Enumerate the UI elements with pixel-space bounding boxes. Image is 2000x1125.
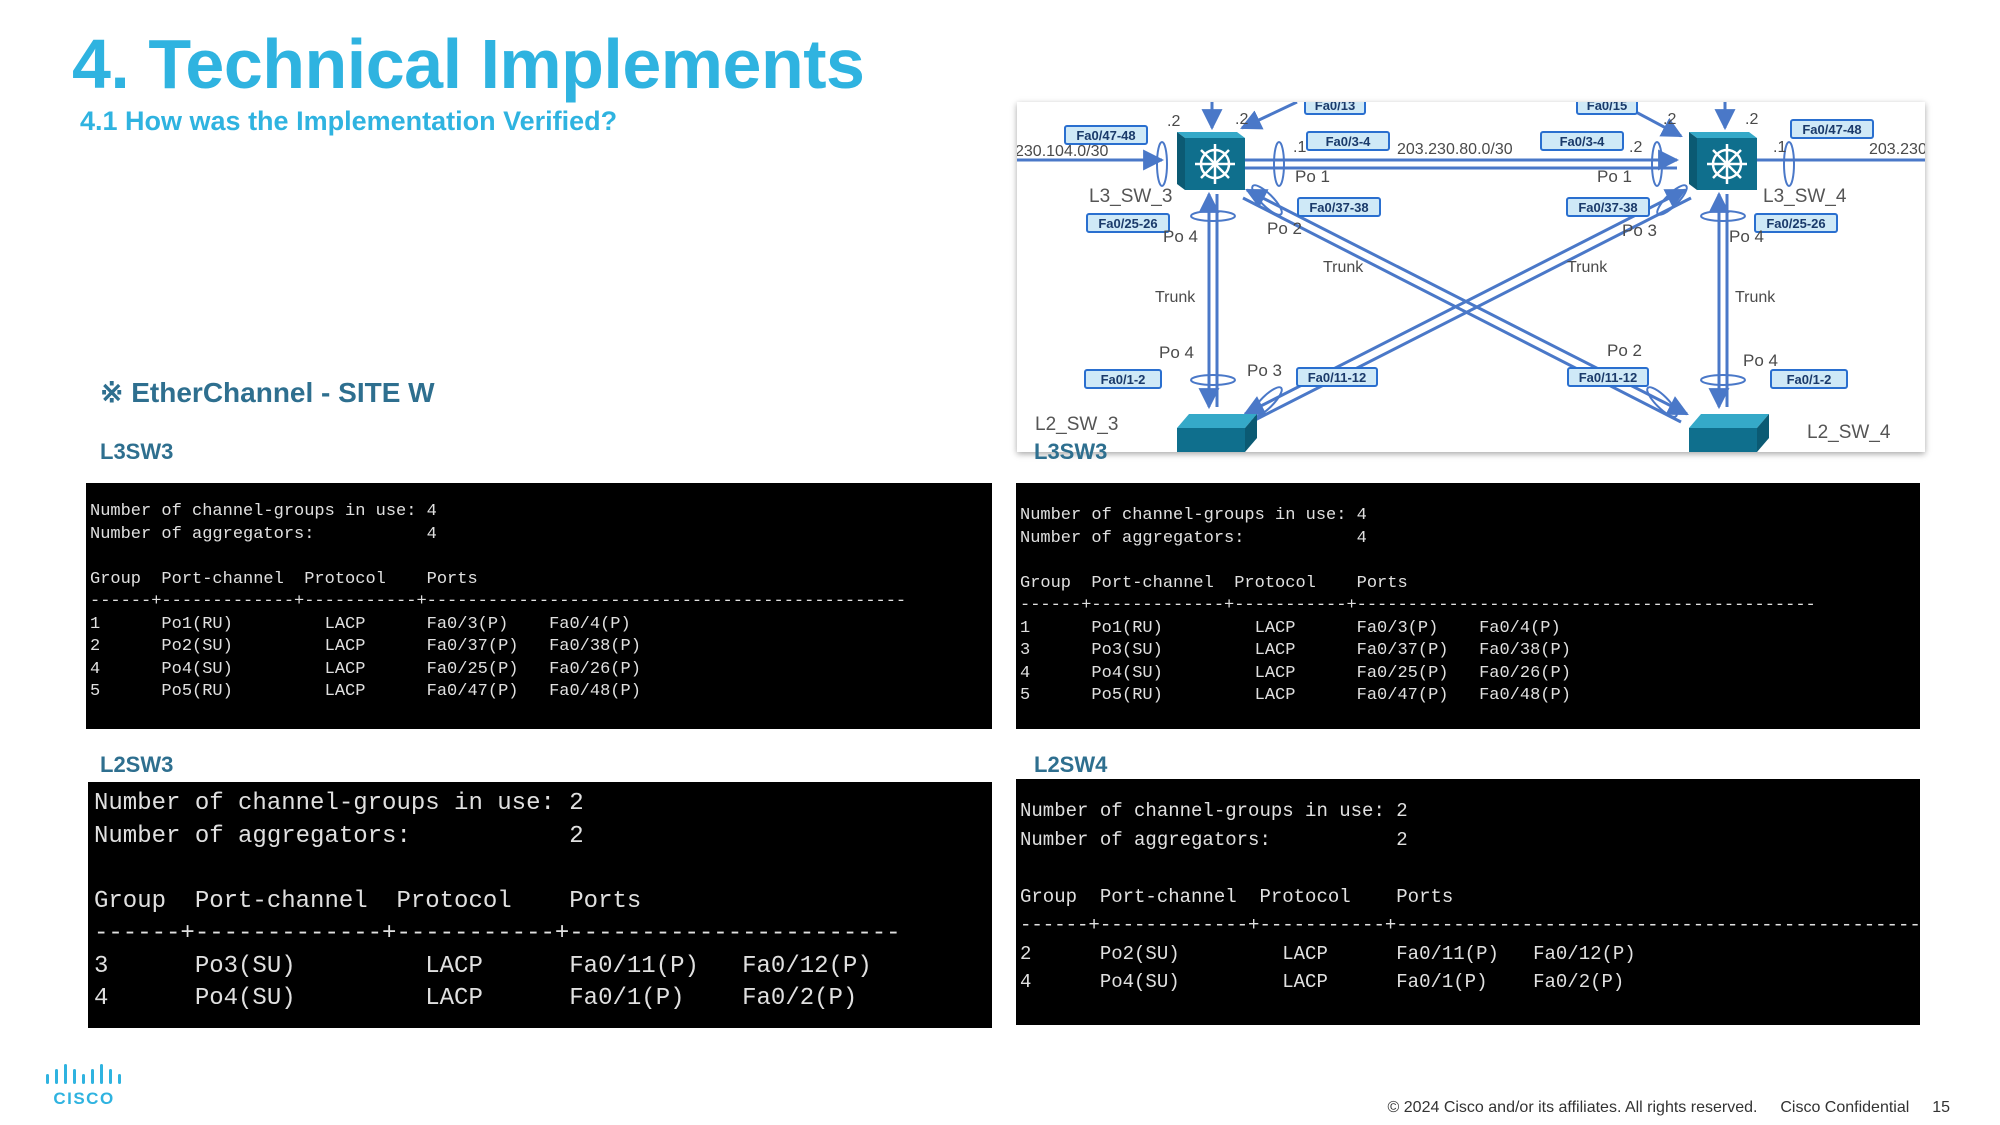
channel-ellipses (1156, 141, 1795, 418)
tag-fa0-47-48-left: Fa0/47-48 (1064, 125, 1148, 145)
label-l3sw3-right: L3SW3 (1034, 439, 1108, 464)
terminal-l3sw3-left: Number of channel-groups in use: 4 Numbe… (86, 483, 992, 729)
section-heading: ※ EtherChannel - SITE W (100, 377, 435, 408)
tag-fa0-3-4-right: Fa0/3-4 (1540, 131, 1624, 151)
terminal-l2sw3-output: Number of channel-groups in use: 2 Numbe… (94, 790, 901, 1012)
label-po4-l3-right: Po 4 (1729, 227, 1764, 246)
ellipse-ext-right (1783, 141, 1795, 187)
label-trunk-center-right: Trunk (1567, 259, 1608, 276)
tag-fa0-15: Fa0/15 (1576, 102, 1638, 115)
label-l2-sw-4: L2_SW_4 (1807, 422, 1891, 443)
tag-fa0-11-12-right: Fa0/11-12 (1567, 367, 1649, 387)
svg-text:Fa0/13: Fa0/13 (1315, 102, 1355, 113)
host-id-2: .2 (1235, 111, 1248, 128)
label-po4-l2-left: Po 4 (1159, 343, 1194, 362)
terminal-l2sw4-output: Number of channel-groups in use: 2 Numbe… (1020, 800, 1920, 993)
ellipse-po1-right (1651, 141, 1663, 187)
l2-switch-3-icon (1177, 414, 1257, 452)
tag-fa0-13: Fa0/13 (1304, 102, 1366, 115)
label-po3-top: Po 3 (1622, 221, 1657, 240)
label-network-center: 203.230.80.0/30 (1397, 141, 1513, 158)
label-po4-l3-left: Po 4 (1163, 227, 1198, 246)
tag-fa0-1-2-right: Fa0/1-2 (1770, 369, 1848, 389)
label-po4-l2-right: Po 4 (1743, 351, 1778, 370)
cisco-logo: CISCO (44, 1062, 128, 1108)
tag-fa0-3-4-left: Fa0/3-4 (1306, 131, 1390, 151)
host-id-1: .2 (1167, 113, 1180, 130)
footer-copyright: © 2024 Cisco and/or its affiliates. All … (1387, 1099, 1758, 1116)
svg-text:Fa0/47-48: Fa0/47-48 (1076, 128, 1135, 143)
label-l2sw3: L2SW3 (100, 752, 174, 777)
label-po1-right: Po 1 (1597, 167, 1632, 186)
footer-confidential: Cisco Confidential (1780, 1099, 1910, 1116)
tag-fa0-25-26-left: Fa0/25-26 (1086, 213, 1170, 233)
ellipse-po4-l3-right (1700, 210, 1746, 222)
label-trunk-center-left: Trunk (1323, 259, 1364, 276)
cisco-logo-icon: CISCO (46, 1064, 121, 1108)
svg-text:Fa0/37-38: Fa0/37-38 (1578, 200, 1637, 215)
svg-text:Fa0/25-26: Fa0/25-26 (1098, 216, 1157, 231)
svg-text:Fa0/15: Fa0/15 (1587, 102, 1627, 113)
terminal-l2sw3: Number of channel-groups in use: 2 Numbe… (88, 782, 992, 1028)
svg-text:Fa0/11-12: Fa0/11-12 (1308, 370, 1367, 385)
link-up-left-b (1240, 102, 1298, 130)
slide-title: 4. Technical Implements (72, 25, 865, 103)
host-id-3: .1 (1293, 139, 1306, 156)
host-id-7: .1 (1773, 139, 1786, 156)
tag-fa0-37-38-left: Fa0/37-38 (1297, 197, 1381, 217)
svg-text:Fa0/3-4: Fa0/3-4 (1560, 134, 1606, 149)
terminal-l2sw4: Number of channel-groups in use: 2 Numbe… (1016, 779, 1920, 1025)
ellipse-po4-l3-left (1190, 210, 1236, 222)
slide-subtitle: 4.1 How was the Implementation Verified? (80, 106, 618, 136)
svg-text:Fa0/25-26: Fa0/25-26 (1766, 216, 1825, 231)
ellipse-po4-l2-left (1190, 374, 1236, 386)
svg-text:Fa0/11-12: Fa0/11-12 (1579, 370, 1638, 385)
tag-fa0-1-2-left: Fa0/1-2 (1084, 369, 1162, 389)
topology-svg: Fa0/13 Fa0/15 Fa0/47-48 Fa0/3-4 Fa0/3-4 … (1017, 102, 1925, 452)
ellipse-ext-left (1156, 141, 1168, 187)
host-id-4: .2 (1629, 139, 1642, 156)
label-l3-sw-4: L3_SW_4 (1763, 186, 1847, 207)
label-network-right: 203.230 (1869, 141, 1925, 158)
label-trunk-left: Trunk (1155, 289, 1196, 306)
tag-fa0-25-26-right: Fa0/25-26 (1754, 213, 1838, 233)
tag-fa0-47-48-right: Fa0/47-48 (1790, 119, 1874, 139)
svg-text:Fa0/1-2: Fa0/1-2 (1101, 372, 1146, 387)
label-l2sw4: L2SW4 (1034, 752, 1108, 777)
ellipse-po2-top (1251, 184, 1283, 216)
label-l3sw3-left: L3SW3 (100, 439, 174, 464)
svg-text:Fa0/3-4: Fa0/3-4 (1326, 134, 1372, 149)
page-number: 15 (1932, 1099, 1950, 1116)
ellipse-po3-top (1656, 184, 1688, 216)
l3-switch-4-icon (1689, 132, 1757, 190)
topology-diagram: Fa0/13 Fa0/15 Fa0/47-48 Fa0/3-4 Fa0/3-4 … (1017, 102, 1925, 452)
terminal-l3sw3-right: Number of channel-groups in use: 4 Numbe… (1016, 483, 1920, 729)
svg-text:Fa0/47-48: Fa0/47-48 (1802, 122, 1861, 137)
l2-switch-4-icon (1689, 414, 1769, 452)
label-po1-left: Po 1 (1295, 167, 1330, 186)
label-po2-bottom: Po 2 (1607, 341, 1642, 360)
host-id-5: .2 (1663, 111, 1676, 128)
label-po2-top: Po 2 (1267, 219, 1302, 238)
terminal-l3sw3-right-output: Number of channel-groups in use: 4 Numbe… (1020, 506, 1816, 705)
svg-text:Fa0/1-2: Fa0/1-2 (1787, 372, 1832, 387)
host-id-6: .2 (1745, 111, 1758, 128)
ellipse-po2-bottom (1646, 386, 1678, 418)
svg-text:CISCO: CISCO (53, 1089, 114, 1108)
label-l2-sw-3: L2_SW_3 (1035, 414, 1118, 435)
tag-fa0-37-38-right: Fa0/37-38 (1566, 197, 1650, 217)
label-trunk-right: Trunk (1735, 289, 1776, 306)
label-po3-bottom: Po 3 (1247, 361, 1282, 380)
label-network-left: 230.104.0/30 (1017, 143, 1109, 160)
ellipse-po1-left (1273, 141, 1285, 187)
l3-switch-3-icon (1177, 132, 1245, 190)
link-diag-a2 (1242, 196, 1682, 424)
svg-text:Fa0/37-38: Fa0/37-38 (1309, 200, 1368, 215)
footer: © 2024 Cisco and/or its affiliates. All … (1388, 1099, 1950, 1117)
ellipse-po4-l2-right (1700, 374, 1746, 386)
label-l3-sw-3: L3_SW_3 (1089, 186, 1172, 207)
tag-fa0-11-12-left: Fa0/11-12 (1296, 367, 1378, 387)
terminal-l3sw3-left-output: Number of channel-groups in use: 4 Numbe… (90, 502, 907, 701)
